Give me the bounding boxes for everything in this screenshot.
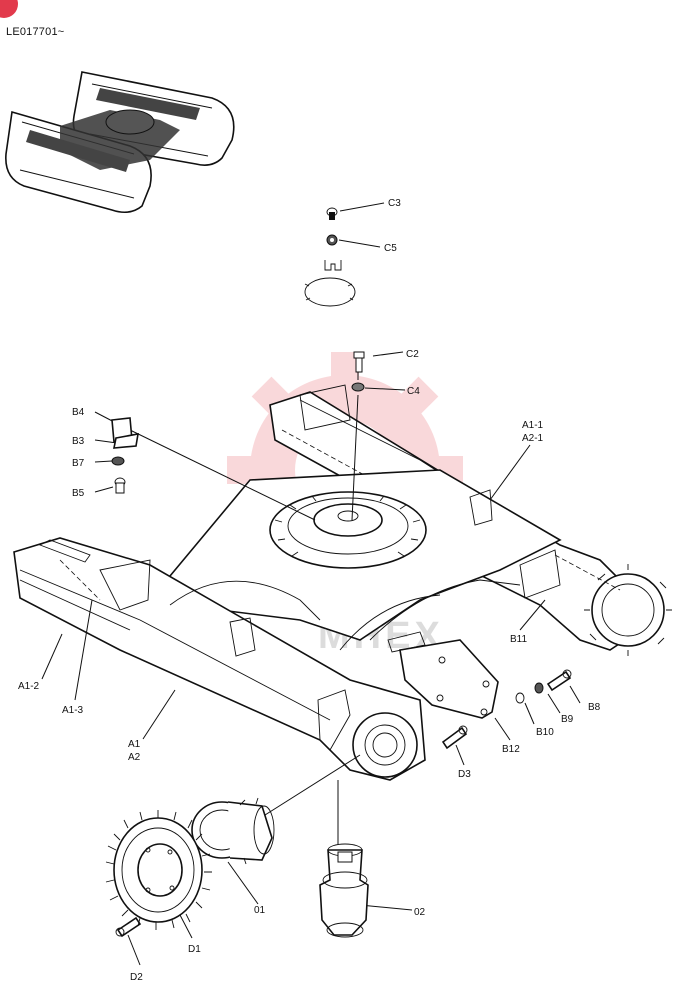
part-d2-bolt bbox=[115, 916, 142, 938]
part-b7-nut bbox=[111, 456, 125, 466]
label-b11: B11 bbox=[510, 634, 527, 645]
label-b12: B12 bbox=[502, 744, 520, 755]
label-a2-1: A2-1 bbox=[522, 433, 544, 444]
label-a1-1: A1-1 bbox=[522, 420, 544, 431]
part-d1-sprocket bbox=[105, 810, 212, 930]
label-01: 01 bbox=[254, 905, 266, 916]
part-02-center-joint bbox=[319, 843, 369, 938]
label-c3: C3 bbox=[388, 198, 401, 209]
rear-idler bbox=[584, 564, 672, 656]
part-b3-plate bbox=[113, 433, 139, 449]
label-c5: C5 bbox=[384, 243, 397, 254]
label-a2: A2 bbox=[128, 752, 141, 763]
label-c2: C2 bbox=[406, 349, 419, 360]
label-b10: B10 bbox=[536, 727, 554, 738]
label-b7: B7 bbox=[72, 458, 85, 469]
part-c4-washer bbox=[351, 382, 365, 392]
label-d2: D2 bbox=[130, 972, 143, 983]
part-01-travel-motor bbox=[191, 797, 275, 865]
part-b10-washer bbox=[515, 692, 525, 704]
label-d3: D3 bbox=[458, 769, 471, 780]
part-ring-clip bbox=[304, 260, 356, 307]
leader-lines bbox=[41, 351, 581, 966]
label-a1-2: A1-2 bbox=[18, 681, 40, 692]
part-b9-washer bbox=[534, 682, 544, 694]
part-c5-washer bbox=[326, 234, 381, 248]
part-c3-bolt bbox=[326, 202, 385, 220]
label-b4: B4 bbox=[72, 407, 85, 418]
label-b5: B5 bbox=[72, 488, 85, 499]
label-d1: D1 bbox=[188, 944, 201, 955]
label-b3: B3 bbox=[72, 436, 85, 447]
corner-badge bbox=[0, 0, 18, 18]
label-a1: A1 bbox=[128, 739, 141, 750]
serial-range-label: LE017701~ bbox=[6, 26, 65, 38]
track-frame bbox=[13, 384, 672, 781]
undercarriage-thumbnail bbox=[5, 71, 235, 214]
part-c2-bolt bbox=[353, 351, 365, 373]
part-d3-bolt bbox=[441, 725, 468, 750]
label-b9: B9 bbox=[561, 714, 574, 725]
part-b5-bolt bbox=[114, 477, 126, 494]
label-a1-3: A1-3 bbox=[62, 705, 84, 716]
callout-labels: C2 C4 B4 B3 B7 B5 A1-1 A2-1 A1-2 A1-3 A1… bbox=[18, 349, 601, 983]
label-c4: C4 bbox=[407, 386, 420, 397]
label-b8: B8 bbox=[588, 702, 601, 713]
label-02: 02 bbox=[414, 907, 426, 918]
part-b8-bolt bbox=[546, 669, 572, 692]
